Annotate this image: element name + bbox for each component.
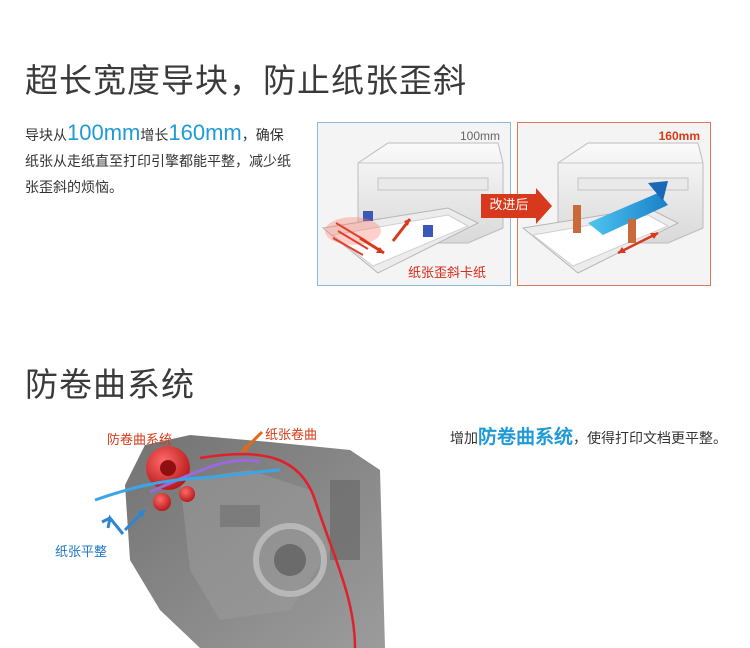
desc-mid: 增长 [140, 128, 169, 144]
desc-post: ，确保纸张从走纸直至打印引擎都能平整，减少纸张歪斜的烦恼。 [25, 128, 291, 196]
improved-badge: 改进后 [481, 194, 537, 218]
section-title-guide: 超长宽度导块，防止纸张歪斜 [25, 61, 467, 100]
width-to-value: 160mm [168, 120, 242, 145]
paper-flat-label: 纸张平整 [55, 545, 108, 560]
section-title-anticurl: 防卷曲系统 [25, 365, 195, 404]
desc2-pre: 增加 [450, 431, 478, 447]
printer-before-illustration [321, 142, 504, 274]
improvement-arrow-icon [536, 188, 552, 224]
anticurl-mechanism-diagram [94, 430, 385, 648]
printer-after-illustration [521, 142, 704, 274]
desc-pre: 导块从 [25, 128, 67, 144]
anticurl-highlight: 防卷曲系统 [478, 426, 574, 448]
anticurl-system-label: 防卷曲系统 [107, 433, 173, 448]
before-printer-image: 100mm [317, 122, 511, 286]
paper-curl-label: 纸张卷曲 [265, 428, 318, 443]
paper-jam-caption: 纸张歪斜卡纸 [408, 266, 487, 281]
desc2-post: ，使得打印文档更平整。 [573, 431, 728, 447]
guide-description: 导块从100mm增长160mm，确保纸张从走纸直至打印引擎都能平整，减少纸张歪斜… [25, 120, 295, 201]
anticurl-description: 增加防卷曲系统，使得打印文档更平整。 [450, 424, 732, 452]
after-width-label: 160mm [658, 129, 700, 143]
before-width-label: 100mm [459, 129, 500, 143]
width-from-value: 100mm [67, 120, 141, 145]
